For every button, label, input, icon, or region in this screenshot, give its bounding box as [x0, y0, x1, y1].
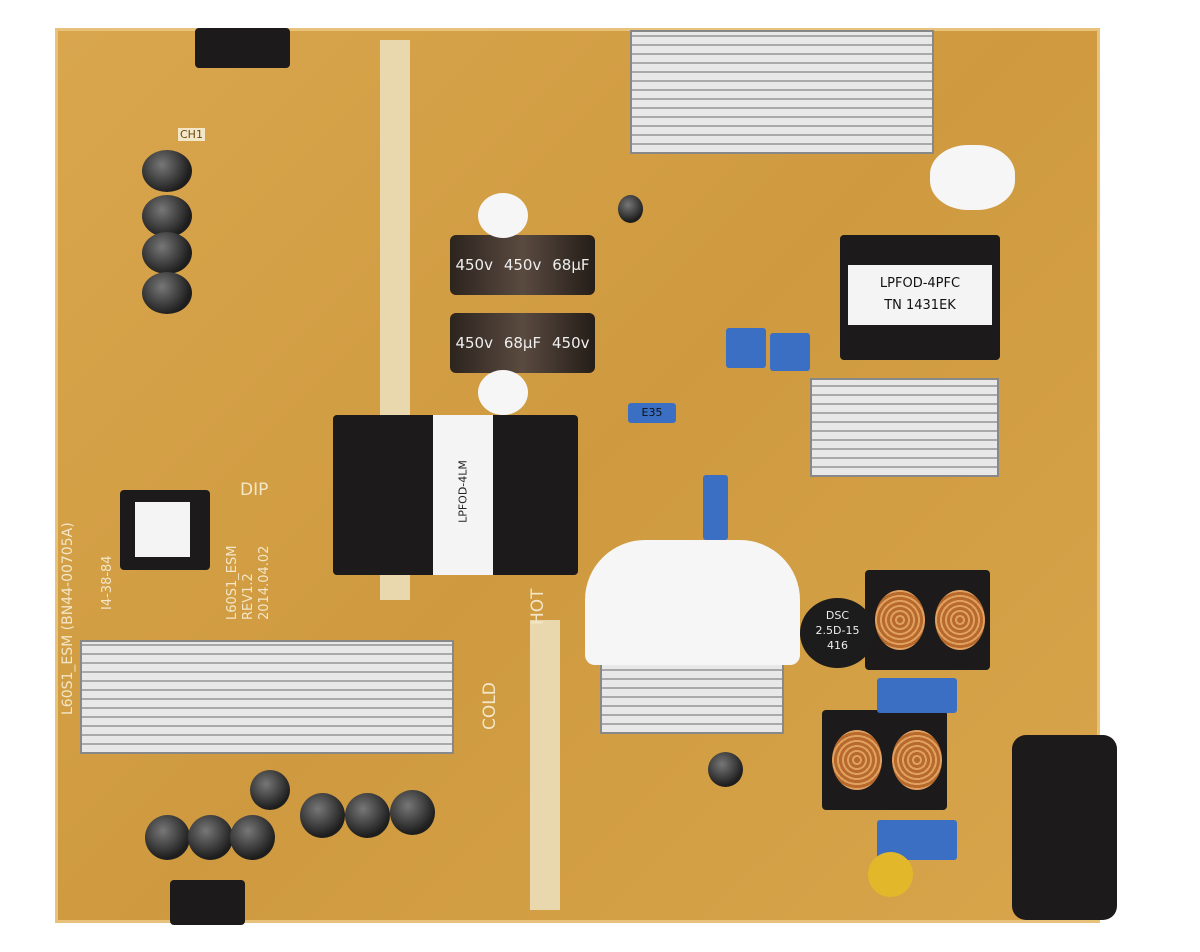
connector-bottom [170, 880, 245, 925]
electrolytic-capacitor [230, 815, 275, 860]
electrolytic-capacitor [142, 195, 192, 237]
film-capacitor: E35 [628, 403, 676, 423]
x-capacitor [703, 475, 728, 540]
cap-voltage: 450v [455, 256, 493, 274]
electrolytic-capacitor [142, 232, 192, 274]
cap-voltage: 450v [552, 334, 590, 352]
rev-line: 2014.04.02 [257, 545, 272, 620]
ch1-label: CH1 [178, 128, 205, 141]
standby-transformer [120, 490, 210, 570]
ntc-thermistor: DSC 2.5D-15 416 [800, 598, 875, 668]
cold-label: COLD [480, 682, 500, 730]
electrolytic-capacitor [142, 272, 192, 314]
bulk-capacitor: 450v 68µF 450v [450, 313, 595, 373]
cap-voltage: 450v [455, 334, 493, 352]
cap-capacitance: 68µF [503, 334, 542, 352]
rev-line: REV1.2 [241, 573, 256, 620]
x-capacitor [770, 333, 810, 371]
x-capacitor [726, 328, 766, 368]
line-filter [865, 570, 990, 670]
main-transformer: LPFOD-4LM [333, 415, 578, 575]
board-marking: I4-38-84 [100, 555, 115, 610]
pfc-transformer-line1: LPFOD-4PFC [879, 276, 961, 291]
board-model-label: L60S1_ESM (BN44-00705A) [60, 522, 76, 715]
pfc-transformer-line2: TN 1431EK [884, 298, 956, 313]
pfc-transformer: LPFOD-4PFC TN 1431EK [840, 235, 1000, 360]
power-inlet-socket [1012, 735, 1117, 920]
hot-label: HOT [528, 588, 548, 625]
cap-clip [478, 193, 528, 238]
heatsink-top [630, 30, 934, 154]
cap-capacitance: 68µF [552, 256, 590, 274]
electrolytic-capacitor [250, 770, 290, 810]
line-filter [822, 710, 947, 810]
heatsink-right [810, 378, 999, 477]
electrolytic-capacitor [142, 150, 192, 192]
isolation-track [530, 620, 560, 910]
electrolytic-capacitor [145, 815, 190, 860]
electrolytic-capacitor [188, 815, 233, 860]
rev-line: L60S1_ESM [225, 545, 240, 621]
electrolytic-capacitor [618, 195, 643, 223]
x-capacitor [877, 678, 957, 713]
y-capacitor [868, 852, 913, 897]
cap-clip [930, 145, 1015, 210]
cap-clip [478, 370, 528, 415]
electrolytic-capacitor [390, 790, 435, 835]
cap-voltage: 450v [503, 256, 542, 274]
thermistor-text: 416 [827, 639, 848, 652]
board-revision: L60S1_ESM REV1.2 2014.04.02 [225, 546, 273, 621]
bridge-rectifier-cover [585, 540, 800, 665]
electrolytic-capacitor [345, 793, 390, 838]
connector-top [195, 28, 290, 68]
thermistor-text: 2.5D-15 [815, 624, 860, 637]
bulk-capacitor: 450v 450v 68µF [450, 235, 595, 295]
main-transformer-label: LPFOD-4LM [456, 460, 470, 523]
dip-label: DIP [240, 480, 269, 500]
electrolytic-capacitor [708, 752, 743, 787]
electrolytic-capacitor [300, 793, 345, 838]
heatsink-bottom-left [80, 640, 454, 754]
thermistor-text: DSC [825, 609, 850, 622]
